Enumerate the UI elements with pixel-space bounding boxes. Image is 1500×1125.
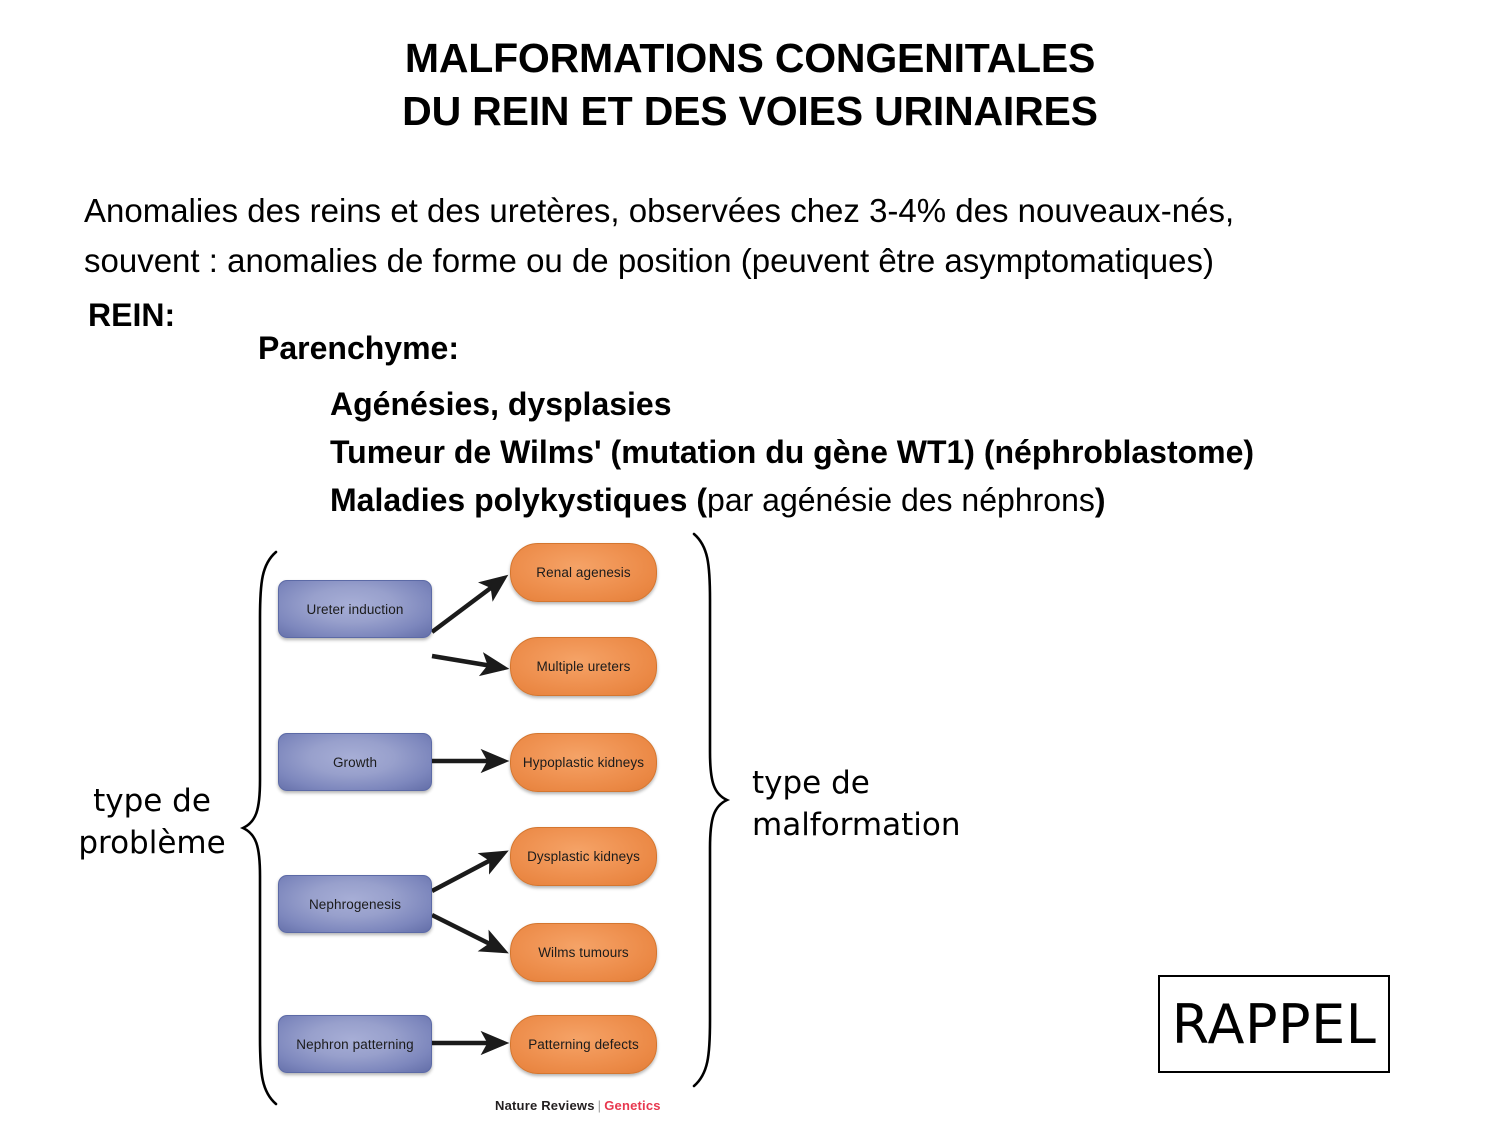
credit-separator: |: [597, 1098, 602, 1113]
node-multiple-ureters[interactable]: Multiple ureters: [510, 637, 657, 696]
annotation-right-line2: malformation: [752, 807, 961, 843]
annotation-type-de-probleme: type de problème: [62, 780, 242, 864]
intro-paragraph: Anomalies des reins et des uretères, obs…: [84, 186, 1434, 286]
parenchyme-item-wilms: Tumeur de Wilms' (mutation du gène WT1) …: [330, 434, 1255, 470]
credit-publisher: Nature Reviews: [495, 1098, 595, 1113]
left-brace: [239, 548, 300, 1108]
annotation-left-line2: problème: [78, 825, 226, 861]
edge-ureter-to-renal-agenesis: [430, 574, 509, 634]
rappel-box: RAPPEL: [1158, 975, 1390, 1073]
section-heading-rein: REIN:: [88, 297, 176, 333]
polykystiques-bold-open: Maladies polykystiques (: [330, 482, 708, 518]
page-title-line2: DU REIN ET DES VOIES URINAIRES: [402, 88, 1098, 134]
edge-nephrogenesis-to-dysplastic: [430, 850, 509, 893]
node-patterning-defects[interactable]: Patterning defects: [510, 1015, 657, 1074]
right-brace: [676, 530, 736, 1090]
page-title: MALFORMATIONS CONGENITALES DU REIN ET DE…: [0, 32, 1500, 138]
annotation-right-line1: type de: [752, 765, 870, 801]
intro-line-1: Anomalies des reins et des uretères, obs…: [84, 192, 1235, 229]
diagram-arrows: [430, 574, 510, 1056]
node-renal-agenesis[interactable]: Renal agenesis: [510, 543, 657, 602]
parenchyme-item-agenesies: Agénésies, dysplasies: [330, 386, 672, 422]
parenchyme-item-polykystiques: Maladies polykystiques (par agénésie des…: [330, 476, 1254, 524]
page-title-line1: MALFORMATIONS CONGENITALES: [404, 35, 1096, 81]
credit-journal: Genetics: [604, 1098, 661, 1113]
node-growth[interactable]: Growth: [278, 733, 432, 791]
node-nephrogenesis[interactable]: Nephrogenesis: [278, 875, 432, 933]
edge-ureter-to-multiple-ureters: [431, 652, 510, 677]
annotation-left-line1: type de: [93, 783, 211, 819]
subsection-heading-parenchyme: Parenchyme:: [258, 330, 459, 366]
intro-line-2: souvent : anomalies de forme ou de posit…: [84, 242, 1214, 279]
annotation-type-de-malformation: type de malformation: [752, 762, 1052, 846]
polykystiques-bold-close: ): [1094, 482, 1106, 518]
node-wilms-tumours[interactable]: Wilms tumours: [510, 923, 657, 982]
node-dysplastic-kidneys[interactable]: Dysplastic kidneys: [510, 827, 657, 886]
renal-malformation-diagram: Ureter induction Growth Nephrogenesis Ne…: [248, 528, 728, 1108]
node-nephron-patterning[interactable]: Nephron patterning: [278, 1015, 432, 1073]
edge-nephrogenesis-to-wilms: [430, 912, 509, 954]
node-hypoplastic-kidneys[interactable]: Hypoplastic kidneys: [510, 733, 657, 792]
parenchyme-list: Agénésies, dysplasies Tumeur de Wilms' (…: [330, 380, 1254, 524]
polykystiques-regular-text: par agénésie des néphrons: [707, 482, 1095, 518]
source-credit: Nature Reviews|Genetics: [495, 1098, 661, 1113]
node-ureter-induction[interactable]: Ureter induction: [278, 580, 432, 638]
